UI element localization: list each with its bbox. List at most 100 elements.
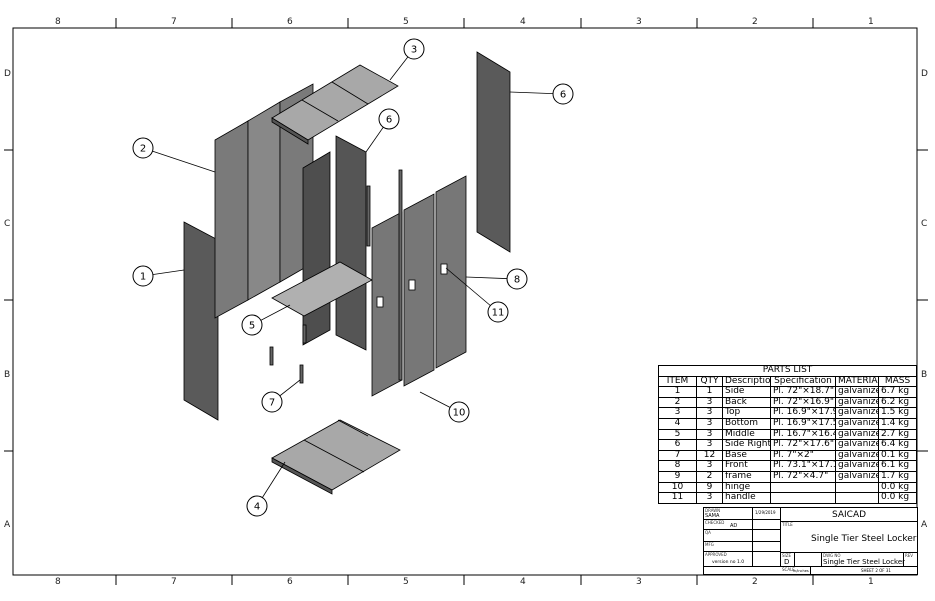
table-cell: Pl. 73.1"×17.1" [770,460,836,472]
version: version no 1.0 [712,560,745,565]
part-bottom [271,419,401,491]
table-cell: Front [722,460,771,472]
table-cell: 3 [696,417,723,430]
table-cell: 2 [696,470,723,483]
part-base [269,346,274,366]
table-cell: Pl. 16.7"×16.4" [770,428,836,441]
table-cell: 7 [658,449,697,462]
column-header: MASS [878,375,917,388]
scale-label: SCALE [782,567,795,572]
table-cell: 3 [696,492,723,504]
table-cell: galvanize [835,386,879,398]
table-cell: galvanize [835,396,879,409]
inner-border [12,27,918,576]
company-name: SAICAD [781,508,917,522]
mfg-label: MFG [705,542,714,547]
balloon-label: 6 [560,90,566,101]
table-cell: 1 [696,386,723,398]
drawing-title: Single Tier Steel Locker [811,534,917,544]
column-header: ITEM [658,375,697,388]
table-cell: 0.0 kg [878,481,917,494]
table-cell: Pl. 72"×4.7" [770,470,836,483]
table-cell: galvanize [835,439,879,451]
table-cell: 3 [696,439,723,451]
table-cell [835,492,879,504]
table-cell: Pl. 72"×16.9" [770,396,836,409]
table-cell: 2.7 kg [878,428,917,441]
parts-list-table: PARTS LIST ITEMQTYDescriptionSpecificati… [658,365,917,504]
balloon-label: 2 [140,144,146,155]
table-cell: 1 [658,386,697,398]
balloon-label: 11 [492,308,505,319]
dwg-no-label: DWG NO [823,553,841,558]
scale: in/inches [793,569,809,573]
part-side-right [476,51,511,253]
checked-label: CHECKED [705,520,725,525]
table-cell: 3 [696,460,723,472]
table-cell: 3 [658,407,697,419]
rev-label: REV [905,553,914,558]
table-cell: 2 [658,396,697,409]
table-cell: 1.4 kg [878,417,917,430]
leader-line [445,267,499,313]
table-cell: handle [722,492,771,504]
table-cell: galvanize [835,470,879,483]
table-cell: 6.7 kg [878,386,917,398]
table-cell: Back [722,396,771,409]
table-cell: 6 [658,439,697,451]
table-cell: Side [722,386,771,398]
table-cell: galvanize [835,417,879,430]
table-cell [770,492,836,504]
part-base [299,364,304,384]
balloon [506,268,528,290]
balloon-label: 8 [514,275,520,286]
table-cell: 5 [658,428,697,441]
table-cell: 9 [658,470,697,483]
balloon [552,83,574,105]
table-cell: hinge [722,481,771,494]
balloon-label: 1 [140,272,146,283]
table-cell: 10 [658,481,697,494]
column-header: Specification [770,375,836,388]
balloon-label: 3 [411,45,417,56]
table-cell: Pl. 72"×18.7" [770,386,836,398]
table-cell: Bottom [722,417,771,430]
table-cell: 0.1 kg [878,449,917,462]
table-cell: Side Right [722,439,771,451]
table-cell: 6.2 kg [878,396,917,409]
table-cell [770,481,836,494]
table-cell: 4 [658,417,697,430]
table-cell: 3 [696,396,723,409]
table-cell: Pl. 16.9"×17.9" [770,407,836,419]
column-header: MATERIAL [835,375,879,388]
table-cell: 6.4 kg [878,439,917,451]
part-back [214,120,249,319]
part-side [183,221,219,421]
part-back [247,101,281,301]
balloon-label: 7 [269,398,275,409]
balloon [261,391,283,413]
table-cell: 6.1 kg [878,460,917,472]
title-label: TITLE [782,522,793,527]
table-cell: Pl. 7"×2" [770,449,836,462]
part-front [403,193,435,387]
balloon [378,108,400,130]
drawn-by: SAMA [705,513,720,519]
column-header: Description [722,375,771,388]
sheet-size: D [784,558,790,566]
table-cell: Pl. 16.9"×17.5" [770,417,836,430]
balloon [246,495,268,517]
sheet-number: SHEET 2 OF 31 [861,568,891,573]
table-cell: galvanize [835,449,879,462]
